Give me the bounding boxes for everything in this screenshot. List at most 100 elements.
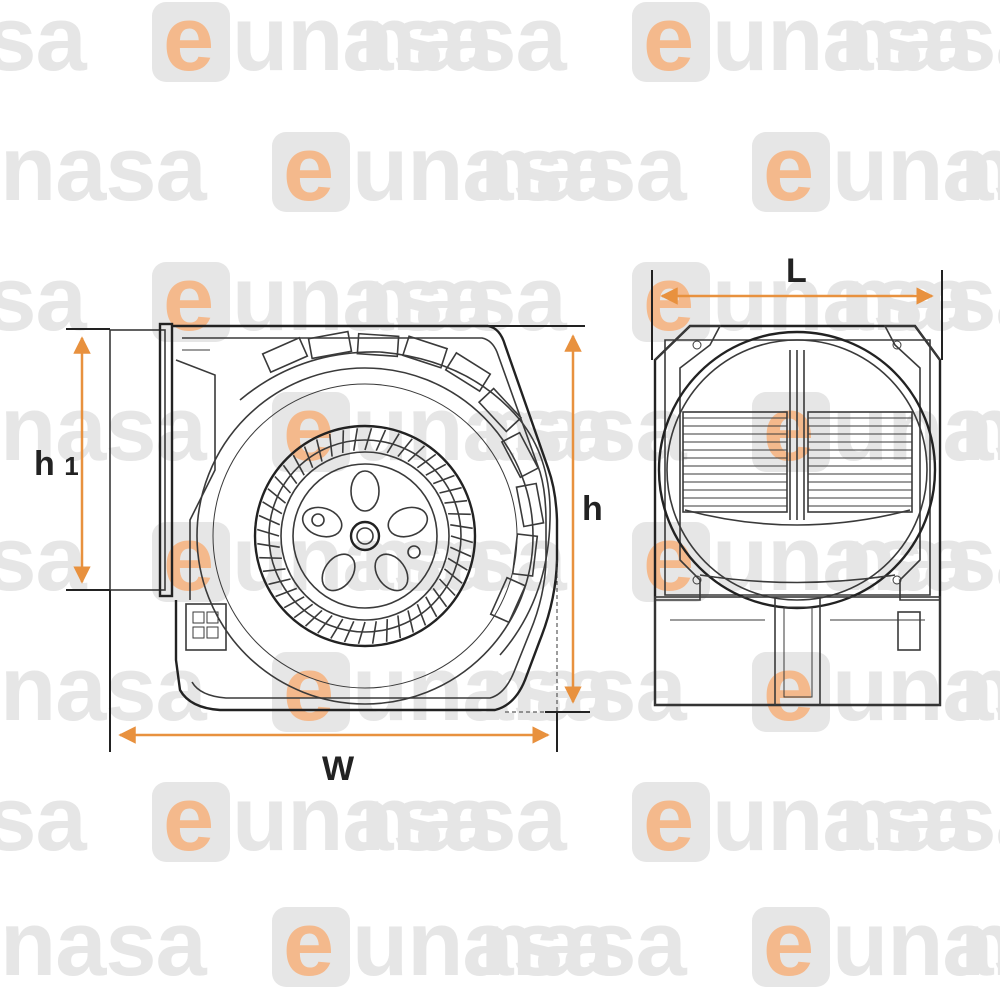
hub-opening [321, 553, 356, 592]
L-label: L [786, 252, 807, 290]
L-dimension [651, 270, 943, 360]
svg-text:unasa: unasa [712, 768, 975, 870]
impeller-blade [304, 609, 323, 627]
hub-opening [387, 506, 429, 538]
vane-frame [261, 336, 309, 374]
side-view [109, 322, 559, 713]
impeller-blade [267, 488, 287, 504]
impeller-blade [432, 474, 455, 485]
svg-text:e: e [163, 248, 214, 350]
impeller-blade [283, 596, 305, 609]
impeller-blade [416, 453, 437, 469]
svg-text:e: e [643, 248, 694, 350]
impeller-blade [450, 535, 474, 544]
impeller-blade [375, 429, 387, 452]
impeller-blade [293, 603, 314, 619]
svg-text:nasa: nasa [360, 248, 568, 350]
vane-frame [307, 330, 353, 360]
svg-text:nasa: nasa [960, 378, 1000, 480]
svg-text:nasa: nasa [480, 118, 688, 220]
svg-text:unasa: unasa [232, 768, 495, 870]
svg-text:unasa: unasa [232, 248, 495, 350]
impeller-blade [357, 621, 366, 645]
impeller-blade [425, 463, 447, 476]
impeller-blade [407, 610, 415, 633]
impeller-blade [443, 568, 463, 584]
vane-frame [444, 351, 492, 393]
svg-text:nasa: nasa [0, 248, 88, 350]
impeller-blade [262, 501, 283, 515]
svg-text:e: e [643, 768, 694, 870]
impeller-blade [450, 523, 473, 530]
svg-text:nasa: nasa [480, 638, 688, 740]
impeller-blade [274, 475, 292, 494]
impeller-blade [317, 614, 333, 634]
svg-text:nasa: nasa [960, 893, 1000, 995]
impeller-blade [444, 499, 468, 504]
svg-text:nasa: nasa [0, 0, 88, 90]
h1-dimension [66, 328, 110, 591]
svg-text:unasa: unasa [352, 118, 615, 220]
impeller-blade [275, 587, 298, 598]
svg-text:unasa: unasa [832, 638, 1000, 740]
impeller-blade [416, 603, 427, 626]
impeller-blade [371, 621, 378, 644]
W-dimension [109, 590, 558, 752]
impeller-blade [425, 596, 438, 618]
svg-text:nasa: nasa [0, 893, 208, 995]
svg-text:e: e [643, 0, 694, 90]
hub-opening [374, 553, 409, 592]
impeller-blades [256, 427, 474, 645]
h1-label: h 1 [34, 445, 79, 483]
svg-text:e: e [163, 768, 214, 870]
svg-text:e: e [283, 893, 334, 995]
svg-text:nasa: nasa [960, 638, 1000, 740]
vane-frame [477, 387, 523, 433]
svg-text:nasa: nasa [480, 378, 688, 480]
svg-text:unasa: unasa [232, 0, 495, 90]
vane-frame [511, 533, 539, 577]
svg-text:nasa: nasa [0, 768, 88, 870]
impeller-blade [438, 578, 456, 597]
svg-text:unasa: unasa [352, 893, 615, 995]
svg-text:nasa: nasa [360, 0, 568, 90]
svg-text:nasa: nasa [360, 768, 568, 870]
impeller-blade [303, 446, 314, 469]
impeller-blade [343, 620, 355, 643]
hub-spokes [301, 470, 429, 592]
svg-text:e: e [763, 638, 814, 740]
impeller-blade [258, 514, 281, 526]
svg-text:unasa: unasa [832, 118, 1000, 220]
impeller-blade [330, 618, 344, 639]
hub-opening [301, 506, 343, 538]
hub-opening [350, 470, 380, 512]
svg-text:unasa: unasa [832, 378, 1000, 480]
vane-frame [515, 482, 545, 528]
front-view [653, 324, 942, 707]
h-dimension [488, 325, 590, 713]
blower-fins [683, 417, 912, 507]
svg-text:nasa: nasa [0, 378, 208, 480]
impeller-blade [262, 568, 286, 573]
svg-text:e: e [283, 378, 334, 480]
impeller-blade [386, 433, 400, 454]
vane-frame [489, 576, 527, 624]
svg-text:nasa: nasa [480, 893, 688, 995]
impeller-blade [268, 578, 291, 586]
impeller-blade [256, 528, 280, 537]
impeller-blade [439, 486, 462, 494]
svg-text:e: e [283, 118, 334, 220]
